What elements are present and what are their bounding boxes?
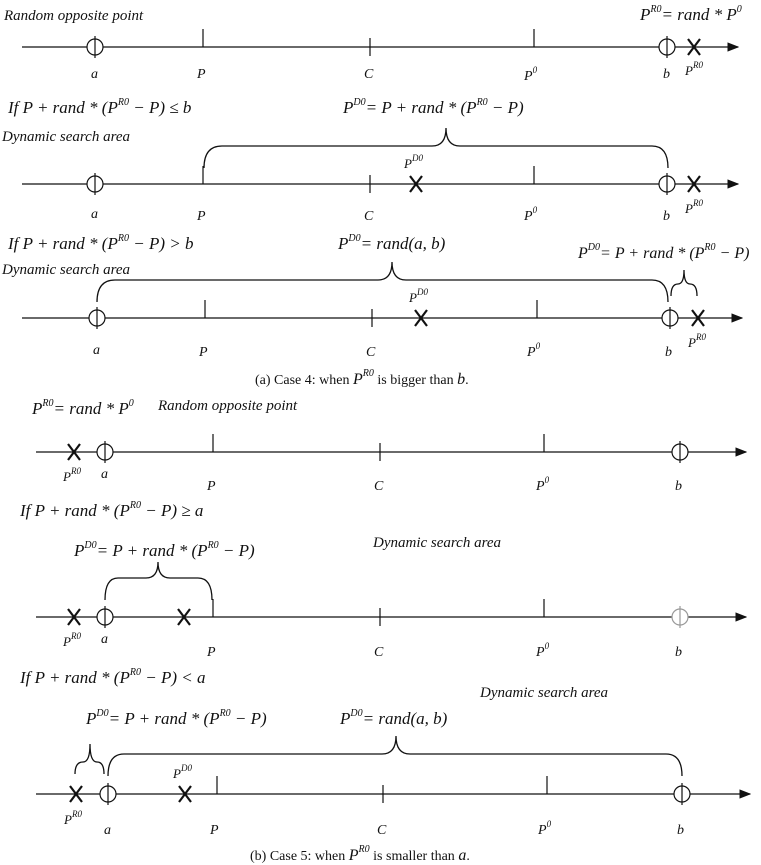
- label-PR0: PR0: [63, 809, 82, 827]
- label-a: a: [93, 343, 100, 358]
- label-b: b: [675, 479, 682, 494]
- label-C: C: [374, 479, 384, 494]
- label-PD0: PD0: [172, 763, 192, 781]
- pr0-cross: [67, 608, 81, 626]
- pr0-cross: [687, 175, 701, 193]
- label-C: C: [377, 823, 387, 838]
- label-P0: P0: [523, 205, 538, 224]
- label-a: a: [104, 823, 111, 838]
- pr0-rand-formula: PR0= rand * P0: [31, 398, 134, 418]
- search-area-brace: [107, 735, 683, 777]
- search-area-brace: [203, 127, 669, 169]
- label-C: C: [374, 645, 384, 660]
- svg-text:PR0= rand * P0: PR0= rand * P0: [639, 4, 742, 24]
- pd0-cross: [177, 608, 191, 626]
- label-b: b: [675, 645, 682, 660]
- label-PD0: PD0: [408, 287, 428, 305]
- pd0-rand-ab: PD0= rand(a, b): [337, 233, 446, 253]
- case5-line1: PR0= rand * P0 Random opposite point PR0…: [31, 398, 748, 494]
- label-b: b: [677, 823, 684, 838]
- random-opposite-point-label: Random opposite point: [157, 398, 298, 414]
- label-P: P: [206, 479, 216, 494]
- label-P0: P0: [523, 65, 538, 84]
- label-C: C: [364, 209, 374, 224]
- pd0-formula: PD0= P + rand * (PR0 − P): [85, 708, 267, 728]
- label-P: P: [196, 67, 206, 82]
- label-P: P: [198, 345, 208, 360]
- pd0-formula: PD0= P + rand * (PR0 − P): [577, 242, 749, 262]
- case5-line3: If P + rand * (PR0 − P) < a Dynamic sear…: [19, 667, 752, 838]
- label-PR0: PR0: [684, 198, 703, 216]
- pr0-cross: [691, 309, 705, 327]
- case5-line2: If P + rand * (PR0 − P) ≥ a PD0= P + ran…: [19, 500, 748, 660]
- label-a: a: [101, 467, 108, 482]
- pd0-cross: [414, 309, 428, 327]
- label-b: b: [663, 209, 670, 224]
- label-PR0: PR0: [687, 332, 706, 350]
- label-P0: P0: [537, 819, 552, 838]
- label-P0: P0: [526, 341, 541, 360]
- case4-line3: If P + rand * (PR0 − P) > b PD0= rand(a,…: [1, 233, 749, 360]
- label-P0: P0: [535, 475, 550, 494]
- label-a: a: [91, 207, 98, 222]
- search-area-brace: [104, 561, 213, 601]
- dynamic-search-area-label: Dynamic search area: [1, 262, 130, 278]
- small-brace: [74, 743, 105, 775]
- condition-ge-a: If P + rand * (PR0 − P) ≥ a: [19, 500, 203, 520]
- label-C: C: [364, 67, 374, 82]
- dynamic-search-area-label: Dynamic search area: [1, 129, 130, 145]
- label-PD0: PD0: [403, 153, 423, 171]
- case4-line2: If P + rand * (PR0 − P) ≤ b PD0= P + ran…: [1, 97, 740, 224]
- label-P: P: [196, 209, 206, 224]
- pd0-rand-ab: PD0= rand(a, b): [339, 708, 448, 728]
- pr0-cross: [69, 785, 83, 803]
- label-b: b: [663, 67, 670, 82]
- random-opposite-point-label: Random opposite point: [3, 8, 144, 24]
- label-a: a: [91, 67, 98, 82]
- pr0-cross: [687, 38, 701, 56]
- label-C: C: [366, 345, 376, 360]
- condition-lt-a: If P + rand * (PR0 − P) < a: [19, 667, 205, 687]
- case4-line1: Random opposite point PR0= rand * P0 a P…: [3, 4, 742, 84]
- dynamic-search-area-label: Dynamic search area: [479, 685, 608, 701]
- caption-case5: (b) Case 5: when PR0 is smaller than a.: [250, 844, 470, 864]
- pr0-cross: [67, 443, 81, 461]
- search-area-brace: [96, 261, 669, 303]
- label-PR0: PR0: [62, 466, 81, 484]
- pd0-formula: PD0= P + rand * (PR0 − P): [342, 97, 524, 117]
- label-PR0: PR0: [684, 60, 703, 78]
- pd0-cross: [178, 785, 192, 803]
- condition-gt-b: If P + rand * (PR0 − P) > b: [7, 233, 193, 253]
- dynamic-search-area-label: Dynamic search area: [372, 535, 501, 551]
- label-P: P: [209, 823, 219, 838]
- caption-case4: (a) Case 4: when PR0 is bigger than b.: [255, 368, 469, 388]
- small-brace: [670, 269, 698, 297]
- condition-le-b: If P + rand * (PR0 − P) ≤ b: [7, 97, 191, 117]
- label-a: a: [101, 632, 108, 647]
- pd0-formula: PD0= P + rand * (PR0 − P): [73, 540, 255, 560]
- label-P0: P0: [535, 641, 550, 660]
- pr0-rand-formula: PR0= rand * P0: [639, 4, 742, 24]
- label-P: P: [206, 645, 216, 660]
- label-b: b: [665, 345, 672, 360]
- pd0-cross: [409, 175, 423, 193]
- label-PR0: PR0: [62, 631, 81, 649]
